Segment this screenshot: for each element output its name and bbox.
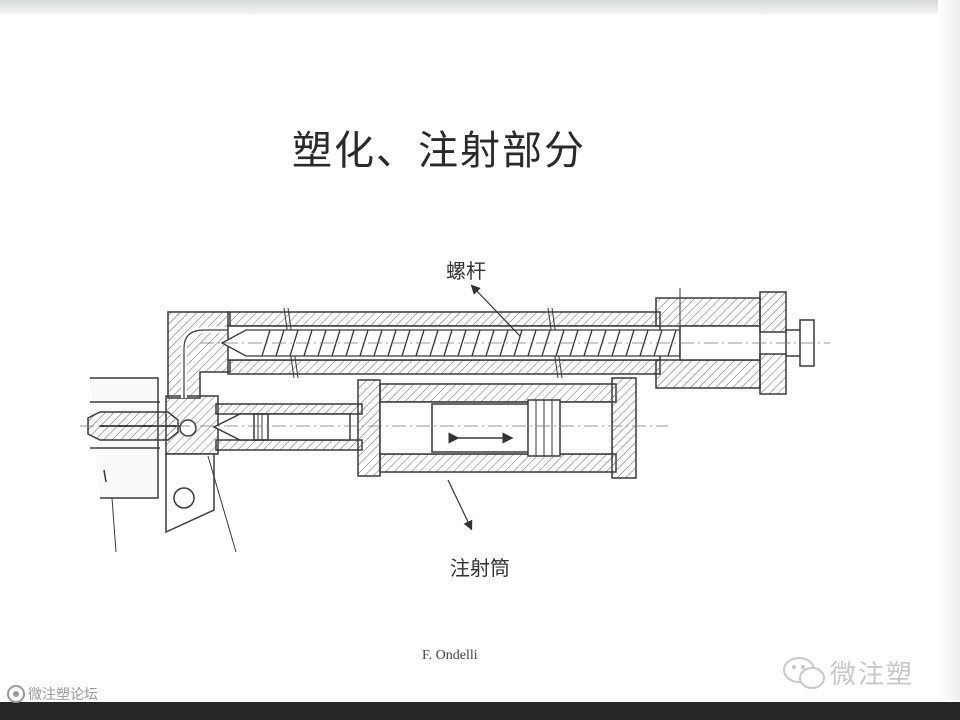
screw-flight	[457, 329, 467, 357]
elbow-channel	[167, 311, 232, 399]
slide-title: 塑化、注射部分	[292, 128, 586, 174]
injection-cylinder-label: 注射筒	[450, 556, 510, 580]
watermark-right: 微注塑	[782, 652, 912, 692]
top-shade	[0, 0, 960, 14]
credit-text: F. Ondelli	[422, 648, 478, 663]
mold-block	[90, 377, 160, 553]
forum-logo-icon	[7, 685, 25, 703]
watermark-right-text: 微注塑	[830, 660, 915, 690]
screw-flight	[499, 329, 509, 357]
screw-label: 螺杆	[446, 259, 486, 283]
screw-flight	[331, 329, 341, 357]
bottom-bar	[0, 702, 960, 720]
injection-cylinder	[212, 377, 637, 479]
screw-flight	[289, 329, 299, 357]
leader-lines	[447, 284, 521, 531]
right-shade	[938, 0, 960, 700]
valve-block	[165, 395, 237, 553]
watermark-left-text: 微注塑论坛	[28, 687, 98, 703]
screw-flight	[625, 329, 635, 357]
center-lines	[80, 342, 830, 427]
screw-flight	[667, 329, 677, 357]
watermark-left: 微注塑论坛	[6, 684, 98, 706]
drive-housing	[655, 288, 815, 395]
wechat-icon	[783, 657, 825, 689]
